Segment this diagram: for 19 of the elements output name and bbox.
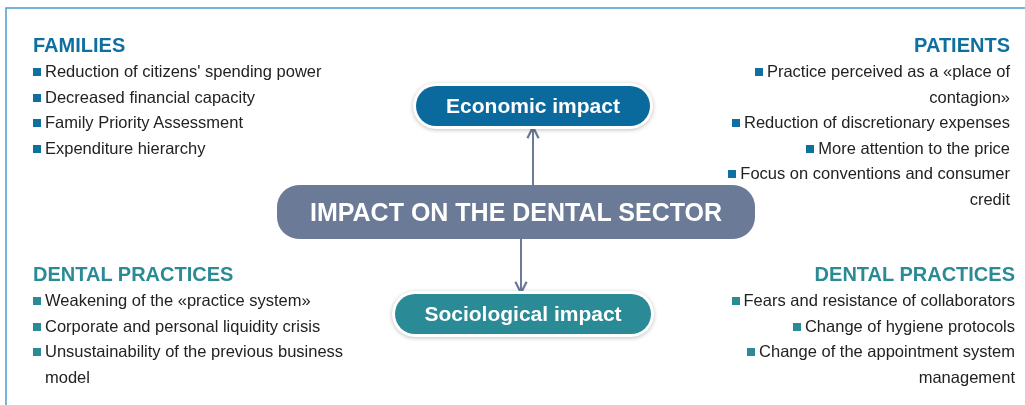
section-heading: PATIENTS — [913, 33, 1010, 57]
bullet-item: Weakening of the «practice system» — [33, 288, 363, 314]
bullet-item: Reduction of discretionary expenses — [710, 110, 1010, 136]
bullet-item: Change of the appointment system management — [675, 339, 1015, 390]
bullet-item: Reduction of citizens' spending power — [33, 59, 393, 85]
bullet-item: Decreased financial capacity — [33, 84, 393, 110]
topic-pill: Sociological impact — [395, 294, 651, 334]
topic-pill: Economic impact — [416, 86, 650, 126]
bullet-item: Fears and resistance of collaborators — [675, 288, 1015, 314]
section-heading: DENTAL PRACTICES — [813, 262, 1015, 286]
section-heading: DENTAL PRACTICES — [33, 262, 235, 286]
bullet-item: More attention to the price — [710, 135, 1010, 161]
bullet-item: Family Priority Assessment — [33, 110, 393, 136]
bullet-item: Expenditure hierarchy — [33, 135, 393, 161]
bullet-item: Practice perceived as a «place of contagion» — [710, 59, 1010, 110]
bullet-item: Corporate and personal liquidity crisis — [33, 313, 363, 339]
bullet-item: Change of hygiene protocols — [675, 313, 1015, 339]
bullet-item: Unsustainability of the previous business model — [33, 339, 363, 390]
section-heading: FAMILIES — [33, 33, 127, 57]
